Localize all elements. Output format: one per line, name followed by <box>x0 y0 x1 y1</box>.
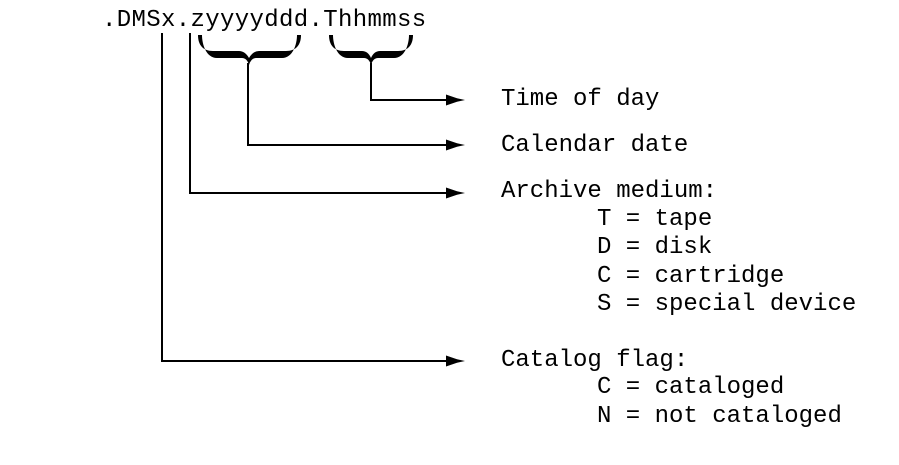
catalog-flag-item-not-cataloged: N = not cataloged <box>597 403 842 430</box>
label-time-of-day: Time of day <box>501 86 660 113</box>
arrowhead-catalog-flag-icon <box>446 355 465 367</box>
connector-archive-medium <box>189 33 465 199</box>
archive-medium-item-special-device: S = special device <box>597 291 857 318</box>
label-catalog-flag: Catalog flag: <box>501 347 689 374</box>
archive-medium-item-cartridge: C = cartridge <box>597 263 785 290</box>
underbrace-time-of-day <box>329 35 413 65</box>
arrowhead-calendar-date-icon <box>446 139 465 151</box>
connector-calendar-date <box>247 63 465 151</box>
arrowhead-archive-medium-icon <box>446 187 465 199</box>
arrowhead-time-of-day-icon <box>446 94 465 106</box>
connector-time-of-day <box>370 63 465 106</box>
archive-medium-item-tape: T = tape <box>597 206 713 233</box>
catalog-flag-item-cataloged: C = cataloged <box>597 374 785 401</box>
underbrace-calendar-date <box>198 35 301 65</box>
label-archive-medium: Archive medium: <box>501 178 718 205</box>
filename-pattern: .DMSx.zyyyyddd.Thhmmss <box>102 7 427 34</box>
connector-catalog-flag <box>161 33 465 367</box>
archive-medium-item-disk: D = disk <box>597 234 713 261</box>
label-calendar-date: Calendar date <box>501 132 689 159</box>
